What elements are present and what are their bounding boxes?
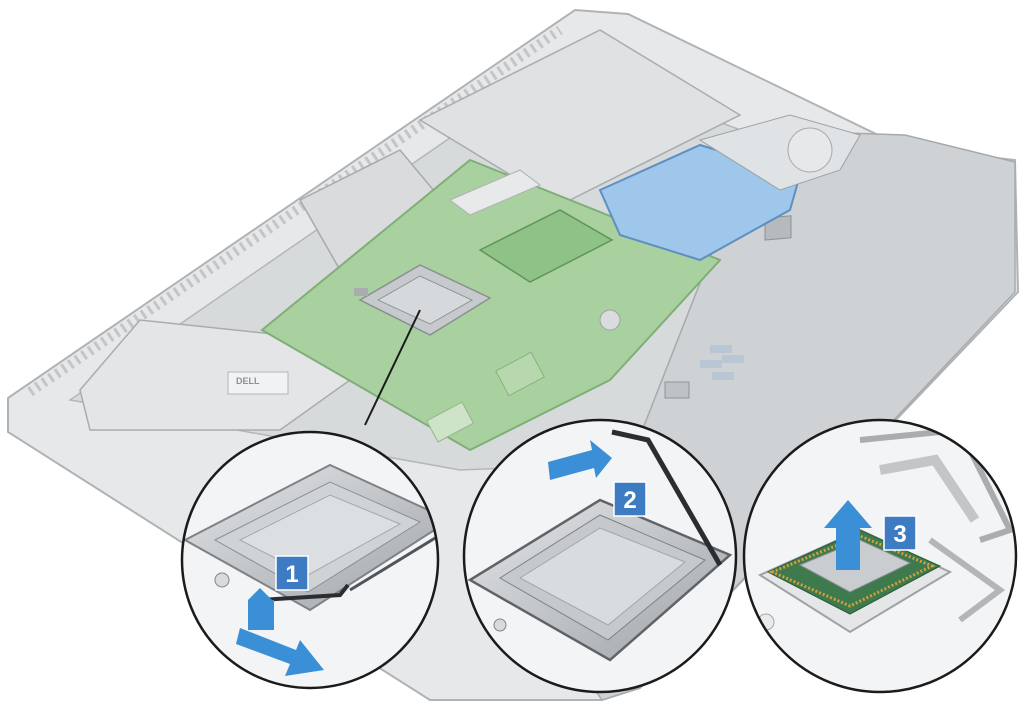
socket-lever	[259, 583, 350, 602]
step-1-label: 1	[285, 561, 298, 588]
callout-leader-line	[364, 309, 421, 426]
step-2-badge: 2	[613, 481, 647, 517]
memory-module	[478, 209, 614, 283]
lever-lift-arrow-icon	[548, 440, 612, 480]
detail-circle-step-2: 2	[462, 418, 738, 694]
processor-socket	[354, 264, 492, 336]
dell-logo: DELL	[236, 376, 260, 386]
processor-lift-arrow-icon	[824, 500, 872, 570]
detail-circle-step-3: 3	[742, 418, 1018, 694]
step-1-badge: 1	[275, 555, 309, 591]
step-2-label: 2	[623, 487, 636, 514]
motherboard	[260, 158, 722, 452]
detail-circle-step-1: 1	[180, 430, 440, 690]
raised-socket-lever	[611, 429, 723, 567]
step-3-badge: 3	[883, 515, 917, 551]
lever-release-arrow-icon	[236, 588, 324, 676]
step-3-label: 3	[893, 521, 906, 548]
dell-label-sticker	[227, 371, 289, 395]
hard-drive	[598, 114, 861, 262]
